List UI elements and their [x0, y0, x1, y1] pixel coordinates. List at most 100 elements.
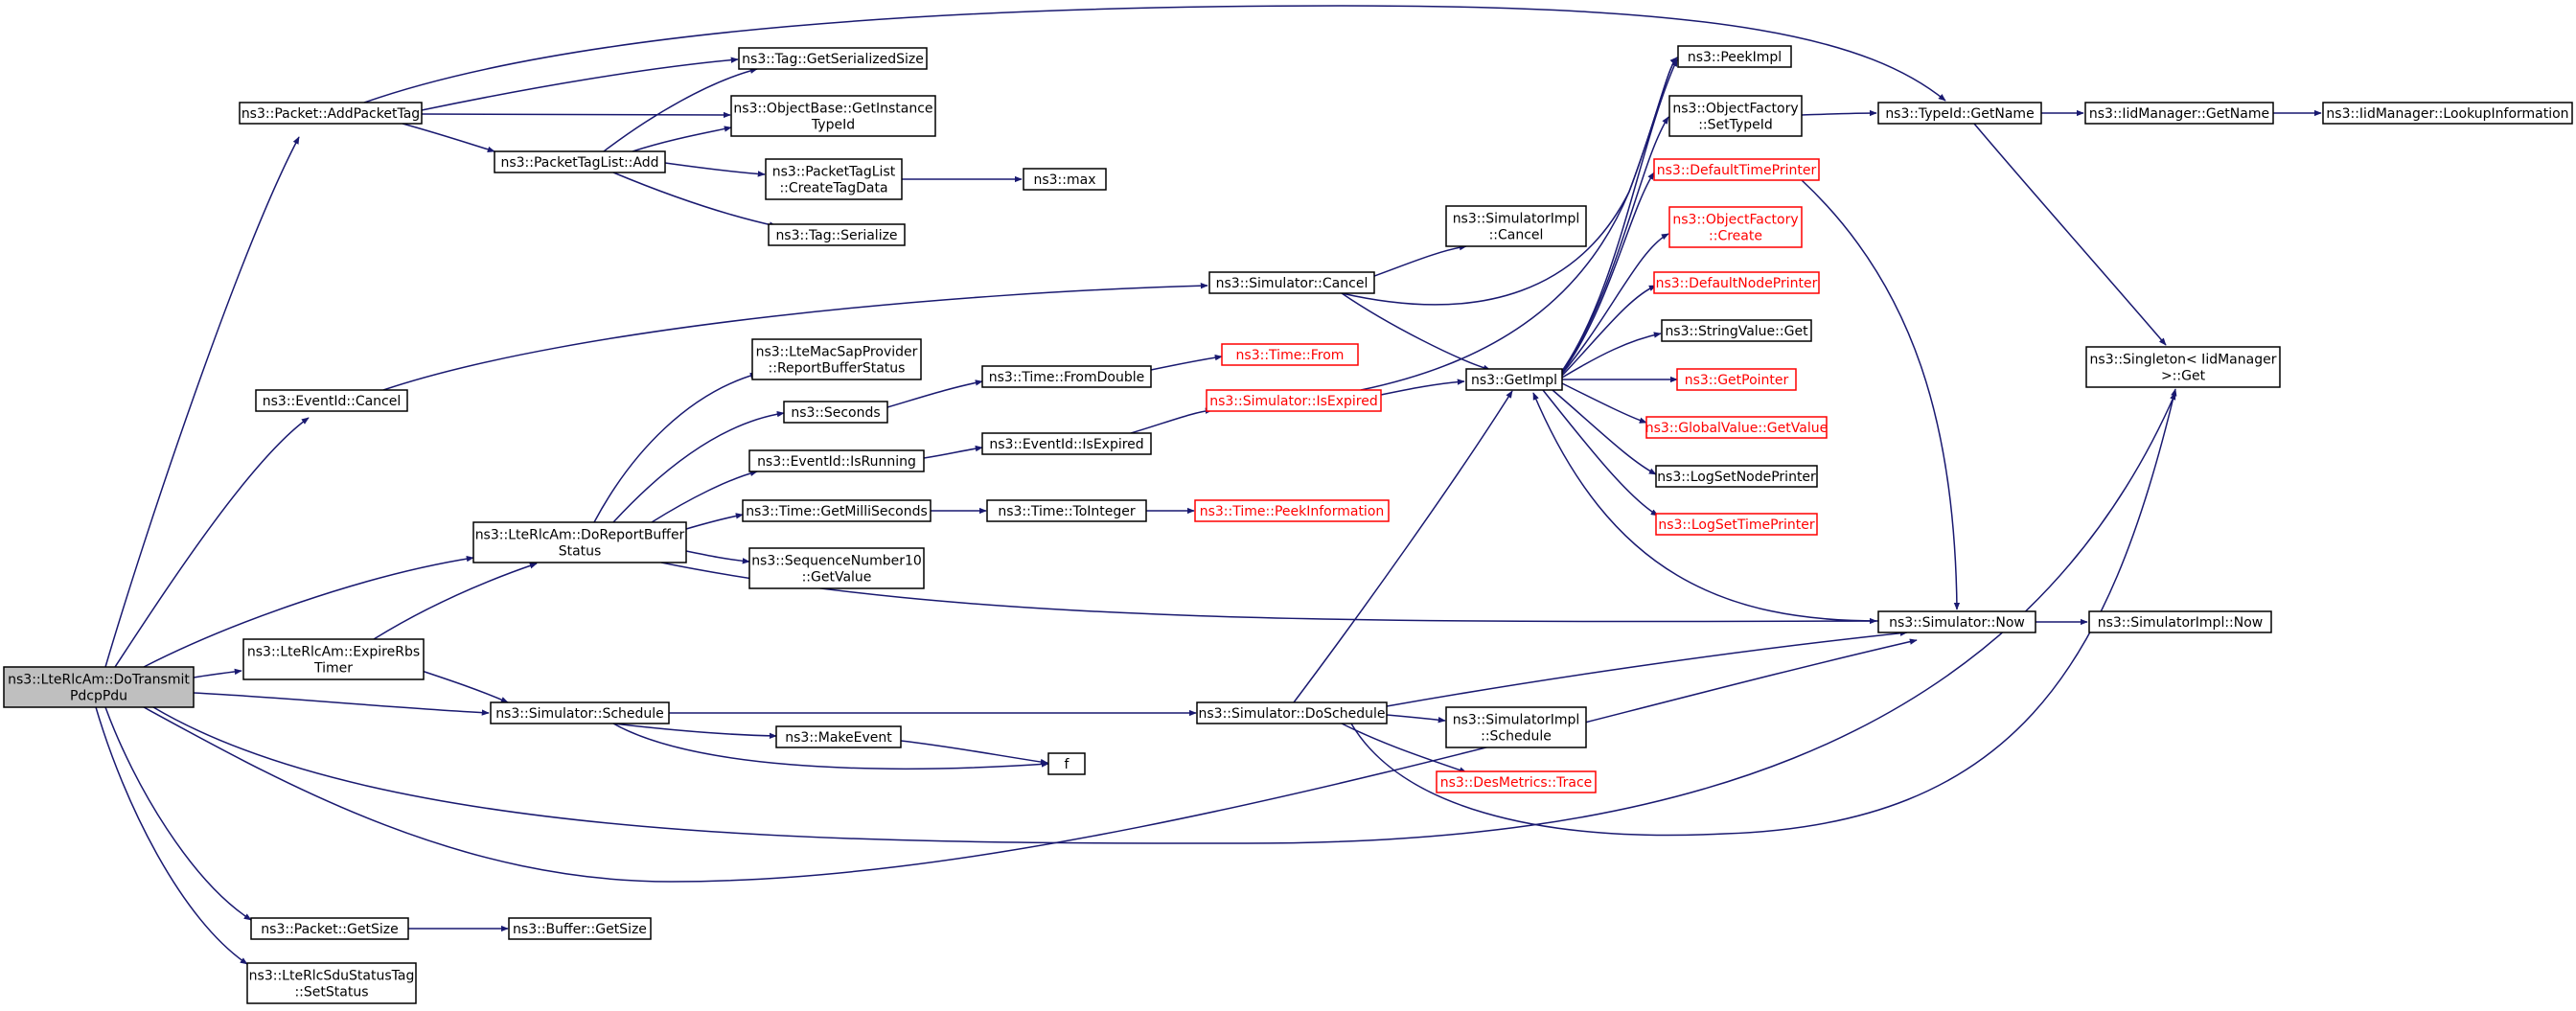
- node-iidManagerGetName[interactable]: ns3::IidManager::GetName: [2084, 102, 2274, 125]
- node-simulatorImplNow[interactable]: ns3::SimulatorImpl::Now: [2088, 610, 2272, 633]
- node-box: [1436, 770, 1597, 793]
- node-getImpl[interactable]: ns3::GetImpl: [1465, 368, 1563, 391]
- node-logSetTimePrinter[interactable]: ns3::LogSetTimePrinter: [1655, 513, 1818, 536]
- node-timePeekInformation[interactable]: ns3::Time::PeekInformation: [1194, 499, 1390, 522]
- node-tagSerialize[interactable]: ns3::Tag::Serialize: [768, 223, 906, 246]
- node-eventIdIsRunning[interactable]: ns3::EventId::IsRunning: [748, 449, 925, 472]
- node-timeFrom[interactable]: ns3::Time::From: [1221, 343, 1359, 366]
- edge-simulatorDoSchedule-to-simulatorImplSchedule: [1386, 714, 1446, 724]
- edge-objectFactorySetTypeId-to-typeIdGetName: [1801, 109, 1877, 117]
- node-objectFactorySetTypeId[interactable]: ns3::ObjectFactory::SetTypeId: [1668, 95, 1803, 137]
- node-timeToInteger[interactable]: ns3::Time::ToInteger: [986, 499, 1147, 522]
- node-simulatorNow[interactable]: ns3::Simulator::Now: [1877, 610, 2036, 633]
- node-logSetNodePrinter[interactable]: ns3::LogSetNodePrinter: [1655, 465, 1818, 488]
- node-label: TypeId: [811, 118, 855, 133]
- node-f[interactable]: f: [1047, 752, 1086, 775]
- node-packetTagListAdd[interactable]: ns3::PacketTagList::Add: [494, 150, 666, 173]
- node-box: [1668, 95, 1803, 137]
- node-objectFactoryCreate[interactable]: ns3::ObjectFactory::Create: [1668, 206, 1803, 248]
- node-label: ns3::Simulator::Cancel: [1216, 276, 1368, 291]
- node-makeEvent[interactable]: ns3::MakeEvent: [775, 725, 902, 748]
- edge-expireRbsTimer-to-simulatorSchedule: [421, 670, 509, 703]
- node-setStatus[interactable]: ns3::LteRlcSduStatusTag::SetStatus: [246, 962, 417, 1004]
- node-addPacketTag[interactable]: ns3::Packet::AddPacketTag: [239, 102, 423, 125]
- node-stringValueGet[interactable]: ns3::StringValue::Get: [1661, 319, 1812, 342]
- node-box: [1653, 158, 1820, 181]
- node-box: [2322, 102, 2573, 125]
- node-label: ns3::Simulator::Schedule: [495, 706, 664, 722]
- node-label: ns3::EventId::Cancel: [263, 394, 402, 409]
- edge-simulatorCancel-to-simulatorImplCancel: [1373, 244, 1467, 277]
- node-label: ns3::Packet::AddPacketTag: [242, 106, 420, 122]
- node-simulatorDoSchedule[interactable]: ns3::Simulator::DoSchedule: [1196, 701, 1388, 724]
- edge-defaultTimePrinter-to-simulatorNow: [1801, 179, 1961, 610]
- node-label: ns3::DesMetrics::Trace: [1440, 775, 1593, 791]
- node-packetTagListCreateTagData[interactable]: ns3::PacketTagList::CreateTagData: [765, 158, 903, 200]
- edges-layer: [95, 5, 2322, 965]
- edge-expireRbsTimer-to-doReportBufferStatus: [373, 563, 538, 640]
- node-box: [986, 499, 1147, 522]
- node-box: [748, 449, 925, 472]
- node-label: ns3::SimulatorImpl: [1453, 713, 1580, 728]
- node-seconds[interactable]: ns3::Seconds: [783, 401, 888, 424]
- node-box: [1668, 206, 1803, 248]
- node-simulatorIsExpired[interactable]: ns3::Simulator::IsExpired: [1206, 389, 1382, 412]
- node-box: [1208, 271, 1375, 294]
- node-max[interactable]: ns3::max: [1023, 168, 1107, 191]
- edge-root-to-simulatorSchedule: [193, 692, 490, 716]
- node-desMetricsTrace[interactable]: ns3::DesMetrics::Trace: [1436, 770, 1597, 793]
- node-label: ns3::Seconds: [791, 405, 880, 421]
- node-label: ::SetStatus: [294, 985, 368, 1000]
- edge-simulatorDoSchedule-to-desMetricsTrace: [1341, 723, 1467, 773]
- node-box: [730, 95, 936, 137]
- edge-getImpl-to-objectFactoryCreate: [1561, 233, 1669, 375]
- node-box: [1655, 465, 1818, 488]
- edge-seconds-to-timeFromDouble: [886, 379, 983, 408]
- node-defaultNodePrinter[interactable]: ns3::DefaultNodePrinter: [1653, 271, 1820, 294]
- node-reportBufferStatus[interactable]: ns3::LteMacSapProvider::ReportBufferStat…: [751, 338, 922, 380]
- node-sequenceNumber10GetValue[interactable]: ns3::SequenceNumber10::GetValue: [748, 547, 925, 589]
- node-label: ns3::Tag::Serialize: [775, 228, 897, 243]
- node-label: ns3::TypeId::GetName: [1885, 106, 2034, 122]
- node-label: ::GetValue: [802, 570, 872, 586]
- node-packetGetSize[interactable]: ns3::Packet::GetSize: [250, 917, 409, 940]
- edge-doReportBufferStatus-to-reportBufferStatus: [593, 372, 758, 523]
- node-simulatorCancel[interactable]: ns3::Simulator::Cancel: [1208, 271, 1375, 294]
- node-tagGetSerializedSize[interactable]: ns3::Tag::GetSerializedSize: [738, 47, 928, 70]
- node-box: [1221, 343, 1359, 366]
- node-eventIdIsExpired[interactable]: ns3::EventId::IsExpired: [981, 432, 1152, 455]
- node-label: ns3::GlobalValue::GetValue: [1645, 421, 1828, 436]
- edge-getImpl-to-globalValueGetValue: [1561, 382, 1647, 424]
- node-label: ns3::Buffer::GetSize: [513, 922, 647, 937]
- node-box: [508, 917, 652, 940]
- node-singletonGet[interactable]: ns3::Singleton< IidManager >::Get: [2085, 346, 2281, 388]
- node-globalValueGetValue[interactable]: ns3::GlobalValue::GetValue: [1645, 416, 1828, 439]
- node-box: [3, 666, 195, 708]
- node-label: ns3::ObjectBase::GetInstance: [733, 102, 932, 117]
- node-box: [1676, 368, 1797, 391]
- node-simulatorImplCancel[interactable]: ns3::SimulatorImpl::Cancel: [1445, 205, 1587, 247]
- node-label: ns3::MakeEvent: [785, 730, 892, 746]
- edge-getImpl-to-logSetTimePrinter: [1542, 389, 1659, 517]
- node-eventIdCancel[interactable]: ns3::EventId::Cancel: [255, 389, 408, 412]
- edge-packetTagListAdd-to-objectBaseGetInstanceTypeId: [632, 126, 732, 152]
- node-box: [1445, 205, 1587, 247]
- node-timeGetMilliSeconds[interactable]: ns3::Time::GetMilliSeconds: [742, 499, 932, 522]
- node-typeIdGetName[interactable]: ns3::TypeId::GetName: [1877, 102, 2042, 125]
- node-box: [1047, 752, 1086, 775]
- node-box: [1465, 368, 1563, 391]
- node-bufferGetSize[interactable]: ns3::Buffer::GetSize: [508, 917, 652, 940]
- node-timeFromDouble[interactable]: ns3::Time::FromDouble: [981, 365, 1152, 388]
- node-simulatorImplSchedule[interactable]: ns3::SimulatorImpl::Schedule: [1445, 706, 1587, 748]
- edge-addPacketTag-to-objectBaseGetInstanceTypeId: [421, 111, 731, 119]
- node-simulatorSchedule[interactable]: ns3::Simulator::Schedule: [490, 701, 670, 724]
- node-label: ns3::GetImpl: [1471, 373, 1557, 388]
- node-iidManagerLookupInformation[interactable]: ns3::IidManager::LookupInformation: [2322, 102, 2573, 125]
- node-peekImpl[interactable]: ns3::PeekImpl: [1677, 45, 1792, 68]
- node-getPointer[interactable]: ns3::GetPointer: [1676, 368, 1797, 391]
- node-defaultTimePrinter[interactable]: ns3::DefaultTimePrinter: [1653, 158, 1820, 181]
